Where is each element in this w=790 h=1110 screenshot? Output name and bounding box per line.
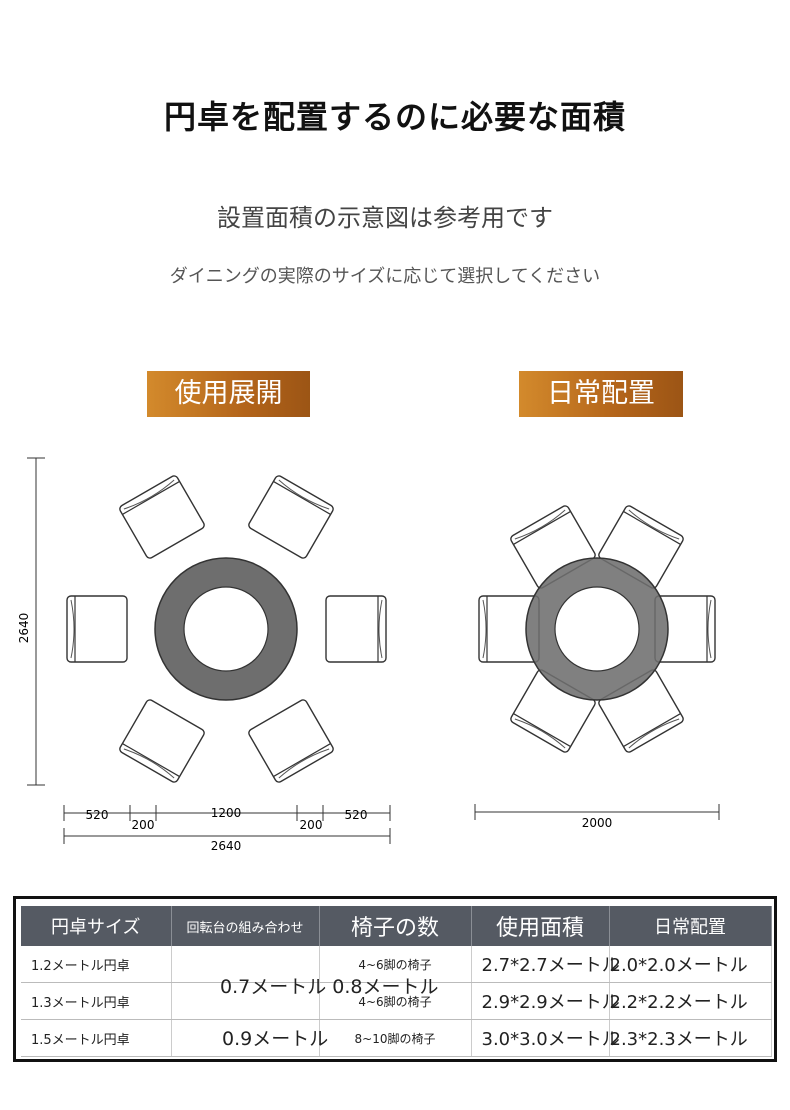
cell-combo	[171, 1019, 320, 1057]
combo-value-2: 0.9メートル	[222, 1028, 329, 1050]
header-table-size: 円卓サイズ	[21, 906, 172, 946]
cell-size: 1.5メートル円卓	[21, 1019, 172, 1057]
dim-seg5: 520	[345, 808, 368, 822]
cell-daily: 2.0*2.0メートル	[609, 946, 772, 983]
cell-chairs: 4~6脚の椅子	[319, 946, 472, 983]
table-row: 1.3メートル円卓 4~6脚の椅子 2.9*2.9メートル 2.2*2.2メート…	[21, 982, 772, 1020]
chair-bottom-left	[117, 697, 207, 785]
header-combo: 回転台の組み合わせ	[171, 906, 320, 946]
chair-top-left	[117, 473, 207, 561]
expanded-layout: 2640 520 200 1200 200 520 2640	[17, 457, 391, 853]
dim-seg1: 520	[86, 808, 109, 822]
page-subtitle: 設置面積の示意図は参考用です	[217, 204, 553, 232]
cell-chairs: 4~6脚の椅子	[319, 982, 472, 1020]
cell-area: 2.7*2.7メートル	[471, 946, 620, 983]
lazy-susan-daily	[554, 586, 640, 672]
cell-daily: 2.3*2.3メートル	[609, 1019, 772, 1057]
cell-chairs: 8~10脚の椅子	[319, 1019, 472, 1057]
chair-right	[325, 595, 387, 663]
page-description: ダイニングの実際のサイズに応じて選択してください	[169, 266, 601, 287]
badge-daily-layout: 日常配置	[519, 371, 683, 417]
height-label: 2640	[17, 613, 31, 644]
table-header-row: 円卓サイズ 回転台の組み合わせ 椅子の数 使用面積 日常配置	[21, 906, 772, 946]
dim-seg2: 200	[132, 818, 155, 832]
cell-size: 1.3メートル円卓	[21, 982, 172, 1020]
dim-daily-width: 2000	[582, 816, 613, 830]
combo-value-1: 0.7メートル 0.8メートル	[220, 976, 439, 998]
cell-daily: 2.2*2.2メートル	[609, 982, 772, 1020]
cell-area: 2.9*2.9メートル	[471, 982, 620, 1020]
cell-combo	[171, 946, 320, 983]
page-title: 円卓を配置するのに必要な面積	[163, 98, 626, 136]
size-table: 円卓サイズ 回転台の組み合わせ 椅子の数 使用面積 日常配置 1.2メートル円卓…	[21, 906, 772, 1057]
table-frame	[13, 896, 777, 1062]
daily-layout: 2000	[474, 503, 720, 830]
header-chairs: 椅子の数	[319, 906, 472, 946]
chair-top-right	[246, 473, 336, 561]
chair-left	[66, 595, 128, 663]
cell-combo	[171, 982, 320, 1020]
cell-area: 3.0*3.0メートル	[471, 1019, 620, 1057]
header-area: 使用面積	[471, 906, 610, 946]
header-daily: 日常配置	[609, 906, 772, 946]
badge-expanded-use: 使用展開	[147, 371, 310, 417]
chair-bottom-right	[246, 697, 336, 785]
dim-total: 2640	[211, 839, 242, 853]
table-row: 1.2メートル円卓 4~6脚の椅子 2.7*2.7メートル 2.0*2.0メート…	[21, 946, 772, 983]
layout-diagram: 2640 520 200 1200 200 520 2640 2000	[17, 457, 720, 853]
cell-size: 1.2メートル円卓	[21, 946, 172, 983]
lazy-susan	[183, 586, 269, 672]
dim-seg4: 200	[300, 818, 323, 832]
dim-seg3: 1200	[211, 806, 242, 820]
table-row: 1.5メートル円卓 8~10脚の椅子 3.0*3.0メートル 2.3*2.3メー…	[21, 1019, 772, 1057]
